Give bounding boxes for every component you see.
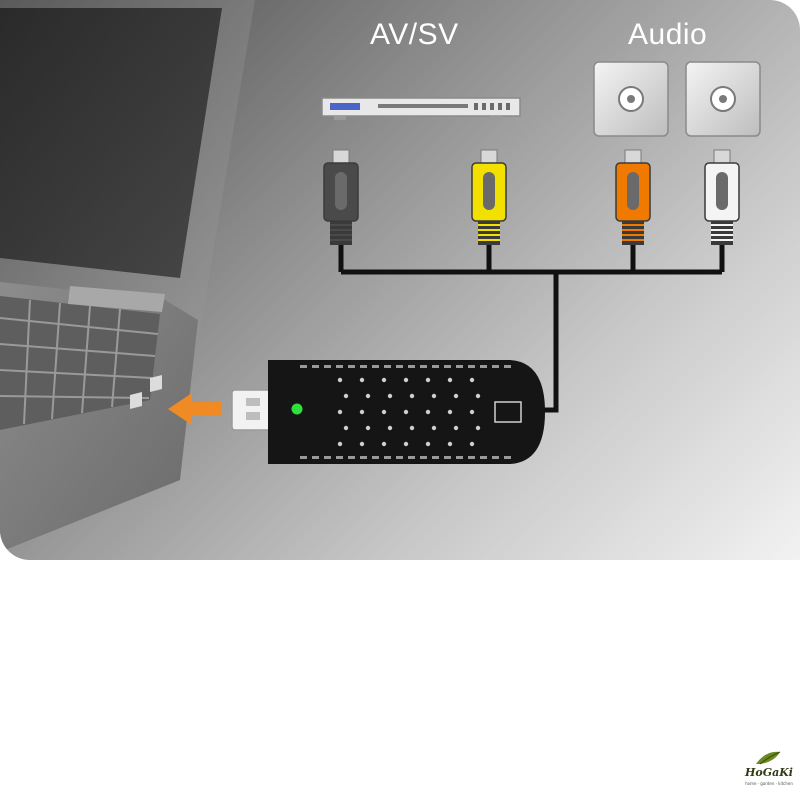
usb-capture-dongle	[231, 360, 545, 464]
connection-diagram	[0, 0, 761, 552]
dvd-foot-right	[490, 116, 502, 120]
usb-port	[130, 392, 142, 409]
cable-strain-relief	[494, 401, 522, 423]
av-sv-label: AV/SV	[370, 18, 459, 51]
speaker-right	[685, 61, 761, 137]
hogaki-logo: HoGaKi home · garden · kitchen	[740, 748, 798, 794]
insert-arrow-icon	[168, 393, 222, 425]
usb-plug	[231, 389, 271, 431]
speaker-left	[593, 61, 669, 137]
connector-plug-audio-left	[615, 149, 651, 245]
keyboard-keys	[0, 299, 159, 425]
leaf-icon	[756, 751, 781, 765]
laptop-hinge	[68, 286, 165, 312]
audio-label: Audio	[628, 18, 708, 51]
connector-plug-video	[471, 149, 507, 245]
usb-port-2	[150, 375, 162, 392]
dvd-player	[321, 97, 521, 120]
connector-plug-s-video	[323, 149, 359, 245]
dvd-tray	[378, 104, 468, 108]
logo-name: HoGaKi	[745, 766, 793, 779]
dongle-trim-dashes	[300, 365, 511, 459]
laptop-screen	[0, 8, 222, 278]
dvd-display	[330, 103, 360, 110]
logo-tagline: home · garden · kitchen	[745, 781, 793, 786]
status-led	[291, 403, 303, 415]
dvd-foot-left	[334, 116, 346, 120]
laptop	[0, 0, 255, 552]
dvd-buttons	[474, 103, 510, 110]
connector-plug-audio-right	[704, 149, 740, 245]
connector-plugs	[323, 149, 740, 245]
usb-plug-contact	[246, 398, 260, 406]
usb-plug-contact	[246, 412, 260, 420]
diagram-panel: AV/SV Audio	[0, 0, 800, 560]
dongle-vent-dots	[337, 377, 481, 447]
